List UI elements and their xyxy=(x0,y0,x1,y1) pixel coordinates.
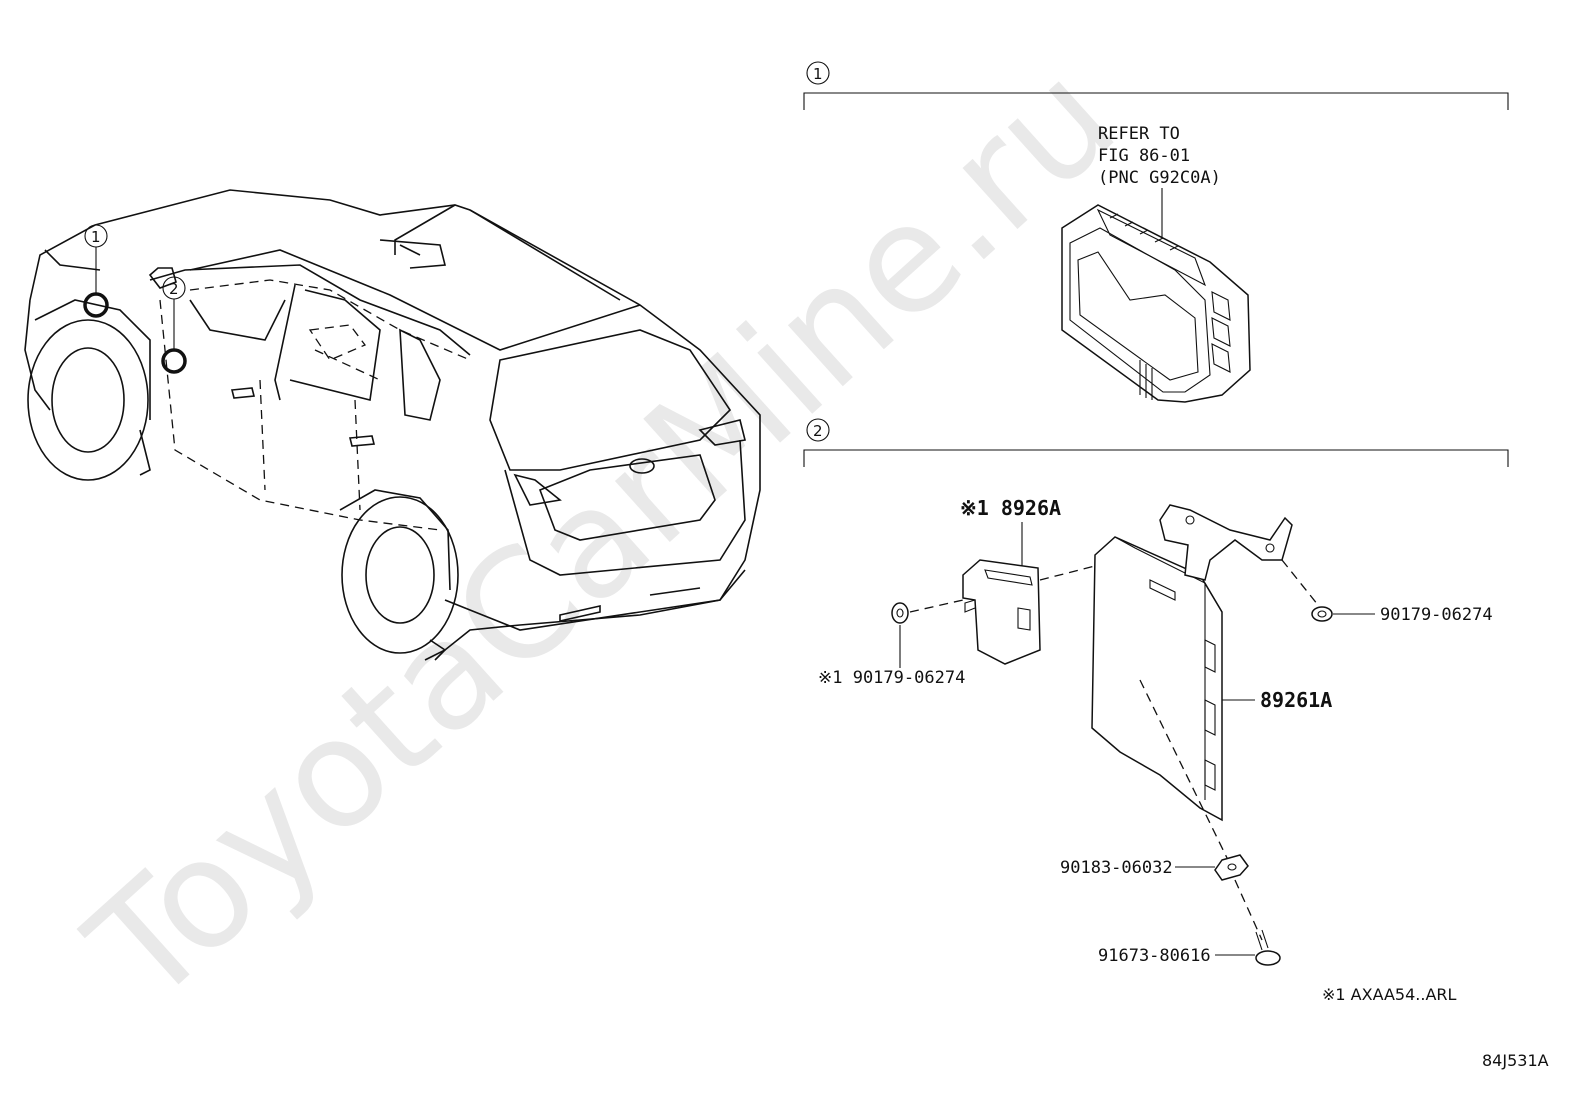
part-8926A-module xyxy=(962,559,1041,665)
refer-text-line-3: (PNC G92C0A) xyxy=(1098,168,1221,188)
section-2-number: 2 xyxy=(813,422,823,440)
part-90179-right-clip xyxy=(1281,559,1375,622)
applicability-note: ※1 AXAA54..ARL xyxy=(1322,985,1457,1004)
section-1-number: 1 xyxy=(813,65,823,83)
vehicle-illustration xyxy=(24,189,761,661)
part-label-90179-left: ※1 90179-06274 xyxy=(818,668,965,688)
watermark-text: ToyotaCarMine.ru xyxy=(57,31,1148,1038)
part-90179-left-clip xyxy=(891,599,964,668)
part-label-91673: 91673-80616 xyxy=(1098,946,1211,966)
refer-text-line-1: REFER TO xyxy=(1098,124,1180,144)
part-label-90183: 90183-06032 xyxy=(1060,858,1173,878)
part-label-8926A: ※1 8926A xyxy=(960,496,1061,520)
section-1: 1 REFER TO FIG 86-01 (PNC G92C0A) xyxy=(803,61,1509,403)
callout-2-label: 2 xyxy=(169,280,179,298)
part-label-90179-right: 90179-06274 xyxy=(1380,605,1493,625)
callout-2-on-vehicle: 2 xyxy=(161,276,187,374)
callout-1-on-vehicle: 1 xyxy=(83,224,109,318)
part-89261A-ecu xyxy=(1091,504,1293,822)
control-module-illustration xyxy=(1061,204,1251,403)
part-label-89261A: 89261A xyxy=(1260,688,1332,712)
callout-1-label: 1 xyxy=(91,228,101,246)
section-2: 2 ※1 8926A ※1 90179-06274 xyxy=(803,418,1509,1004)
part-90183-nut xyxy=(1175,854,1249,881)
part-91673-bolt xyxy=(1215,929,1281,966)
refer-text-line-2: FIG 86-01 xyxy=(1098,146,1190,166)
figure-code: 84J531A xyxy=(1482,1051,1549,1070)
